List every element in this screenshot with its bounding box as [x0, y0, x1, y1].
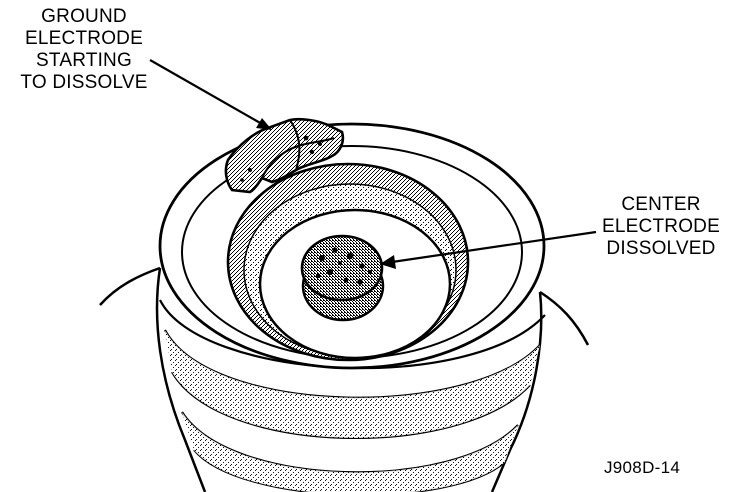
- center-electrode-label-line-1: CENTER: [621, 194, 701, 215]
- ground-electrode-arrowhead: [256, 118, 272, 130]
- center-electrode-label: CENTER ELECTRODE DISSOLVED: [596, 194, 726, 260]
- center-electrode-arrowhead: [380, 255, 396, 269]
- ground-electrode-edge: [261, 137, 335, 179]
- ground-electrode-label-line-4: TO DISSOLVE: [20, 72, 148, 93]
- shell-outer-left: [99, 266, 161, 306]
- center-electrode: [300, 234, 384, 302]
- body-right-wall: [490, 291, 543, 492]
- ground-electrode-label-line-3: STARTING: [36, 50, 132, 71]
- center-electrode-label-line-3: DISSOLVED: [606, 238, 716, 259]
- ground-electrode-pitting: [240, 135, 322, 182]
- body-shade: [165, 330, 540, 438]
- ground-electrode-face: [289, 119, 301, 171]
- center-electrode-pitting: [315, 247, 372, 285]
- ground-electrode-label-line-2: ELECTRODE: [25, 28, 143, 49]
- shell-outer-right: [539, 290, 590, 346]
- center-electrode-label-line-2: ELECTRODE: [602, 216, 720, 237]
- ground-electrode-label-line-1: GROUND: [41, 6, 127, 27]
- body-left-wall: [155, 267, 207, 492]
- figure-id: J908D-14: [604, 458, 681, 477]
- body-band-4: [181, 411, 519, 474]
- ground-electrode-label: GROUND ELECTRODE STARTING TO DISSOLVE: [4, 6, 164, 94]
- ground-electrode: [224, 117, 345, 194]
- ground-electrode-leader: [149, 59, 263, 125]
- center-electrode-leader: [391, 230, 597, 264]
- body-shade-2: [182, 412, 518, 492]
